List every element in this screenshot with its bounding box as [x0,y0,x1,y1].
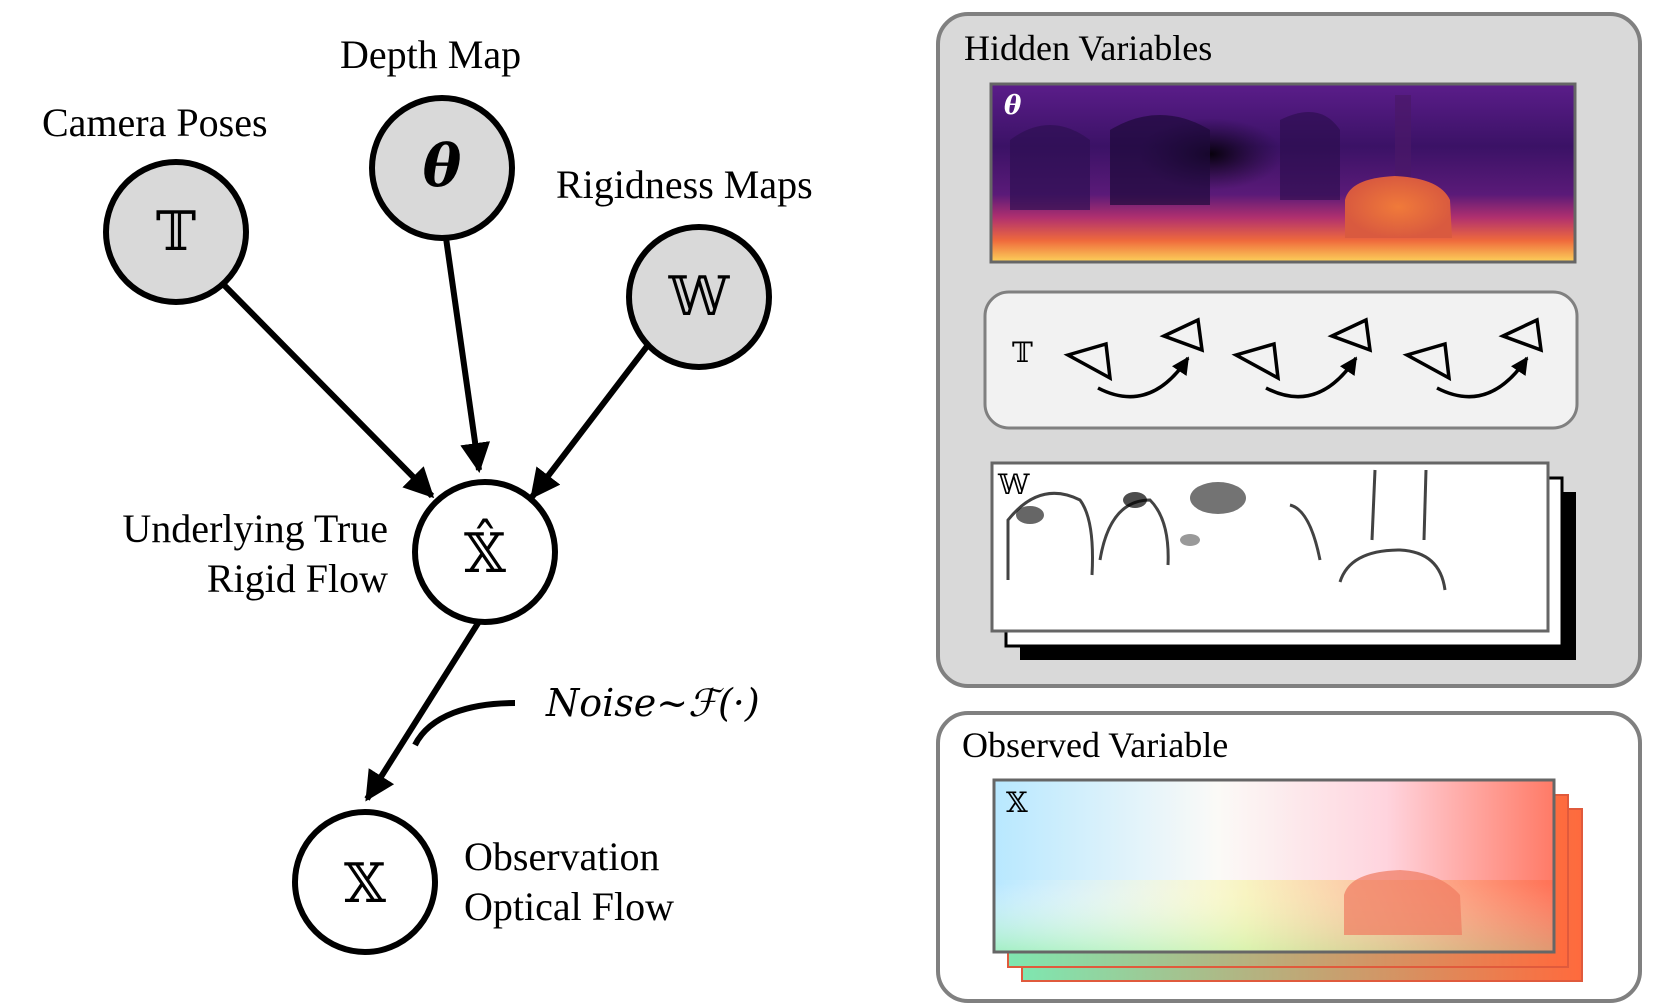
node-symbol-true-flow: 𝕏̂ [464,518,506,585]
label-true-flow-line1: Underlying True [122,506,388,551]
rigidness-map-stack: 𝕎 [990,461,1576,660]
label-true-flow-line2: Rigid Flow [207,556,388,601]
node-circle [626,224,772,370]
node-camera-poses: 𝕋 [103,159,249,305]
node-circle [292,809,438,955]
camera-pose-pair [1231,317,1373,399]
panel-title: Hidden Variables [964,28,1212,68]
label-observation-line2: Optical Flow [464,884,674,929]
panel-title: Observed Variable [962,725,1228,765]
edge-depth-to-true-flow [443,237,491,473]
depth-image-tag: θ [1004,91,1022,121]
edge-true-flow-to-observation [364,618,483,802]
node-symbol-observation: 𝕏 [344,852,386,915]
flow-image-tag: 𝕏 [1006,786,1028,819]
node-symbol-camera: 𝕋 [156,200,196,263]
rigidness-image-tag: 𝕎 [997,468,1030,501]
node-symbol-rigidness: 𝕎 [668,265,731,328]
node-depth-map: θ [369,95,515,241]
node-rigidness-maps: 𝕎 [626,224,772,370]
camera-poses-box: 𝕋 [983,290,1579,430]
optical-flow-stack: 𝕏 [992,778,1583,982]
node-symbol-depth: θ [423,132,462,200]
hidden-variables-panel: Hidden Variables θ 𝕋 [936,12,1642,688]
noise-injection-curve [412,700,516,747]
node-observation-flow: 𝕏 [292,809,438,955]
edge-camera-to-true-flow [220,281,435,499]
node-true-rigid-flow: 𝕏̂ [412,479,558,625]
noise-label: Noise~ℱ(·) [545,681,760,725]
camera-pose-pair [1063,317,1205,399]
node-circle [103,159,249,305]
node-circle [412,479,558,625]
camera-pose-pair [1402,317,1544,399]
depth-map-image: θ [989,82,1577,264]
node-circle [369,95,515,241]
camera-box-tag: 𝕋 [1012,336,1033,369]
label-camera-poses: Camera Poses [42,100,268,145]
label-observation-line1: Observation [464,834,660,879]
edge-rigidness-to-true-flow [529,343,651,500]
label-depth-map: Depth Map [340,32,521,77]
observed-variable-panel: Observed Variable 𝕏 [936,711,1642,1003]
label-rigidness-maps: Rigidness Maps [556,162,813,207]
